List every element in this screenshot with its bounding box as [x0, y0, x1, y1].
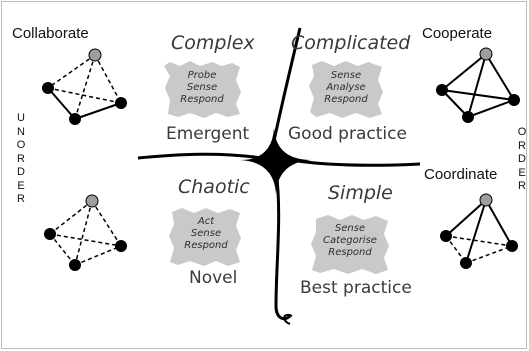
- note-line: Probe: [187, 70, 217, 81]
- note-simple-paper: [311, 215, 389, 274]
- network-unordered: [44, 194, 127, 271]
- letter: U: [17, 112, 25, 124]
- node: [44, 228, 56, 240]
- note-simple: Sense Categorise Respond: [316, 223, 384, 259]
- note-line: Respond: [180, 94, 224, 105]
- label-coordinate: Coordinate: [424, 166, 498, 183]
- note-complicated: Sense Analyse Respond: [312, 70, 380, 106]
- practice-good: Good practice: [288, 124, 407, 144]
- node-grey: [88, 48, 102, 62]
- network-coordinate: [440, 193, 518, 269]
- network-cooperate: [436, 47, 520, 123]
- letter: R: [518, 139, 526, 152]
- letter: R: [518, 180, 526, 192]
- note-line: Act: [197, 216, 215, 227]
- note-line: Categorise: [323, 235, 377, 246]
- node: [115, 240, 127, 252]
- network-collaborate: [42, 48, 127, 125]
- letter: N: [17, 125, 25, 138]
- practice-novel: Novel: [189, 268, 238, 288]
- boundary-bottom: [274, 169, 292, 321]
- practice-best: Best practice: [300, 278, 412, 298]
- note-complicated-paper: [309, 61, 383, 118]
- label-collaborate: Collaborate: [12, 25, 89, 42]
- note-line: Respond: [324, 94, 368, 105]
- side-text-order: O R D E R: [516, 126, 528, 194]
- node: [69, 113, 81, 125]
- note-chaotic: Act Sense Respond: [172, 216, 240, 252]
- note-line: Sense: [186, 82, 218, 93]
- domain-title-complex: Complex: [171, 32, 255, 54]
- note-line: Respond: [328, 247, 372, 258]
- letter: D: [17, 166, 25, 178]
- note-line: Respond: [184, 240, 228, 251]
- note-line: Sense: [334, 223, 366, 234]
- side-text-unorder: U N O R D E R: [15, 112, 27, 207]
- node: [436, 84, 448, 96]
- letter: R: [17, 152, 25, 165]
- node: [462, 111, 474, 123]
- domain-title-chaotic: Chaotic: [178, 176, 250, 198]
- node-grey: [479, 47, 493, 61]
- boundary-top: [268, 27, 302, 161]
- node: [460, 257, 472, 269]
- letter: D: [518, 153, 526, 165]
- node: [440, 230, 452, 242]
- note-complex-paper: [164, 61, 241, 118]
- node-grey: [85, 194, 99, 208]
- note-chaotic-paper: [169, 208, 241, 266]
- node: [508, 94, 520, 106]
- note-line: Sense: [330, 70, 362, 81]
- node: [69, 259, 81, 271]
- bottom-hook: [283, 314, 293, 325]
- note-line: Sense: [190, 228, 222, 239]
- letter: E: [17, 179, 25, 192]
- practice-emergent: Emergent: [166, 124, 250, 144]
- node: [506, 240, 518, 252]
- letter: O: [16, 139, 26, 151]
- letter: O: [517, 126, 527, 138]
- domain-title-complicated: Complicated: [291, 32, 411, 54]
- boundary-right: [289, 158, 421, 167]
- boundary-left: [137, 152, 263, 160]
- note-complex: Probe Sense Respond: [168, 70, 236, 106]
- note-line: Analyse: [326, 82, 366, 93]
- domain-title-simple: Simple: [328, 182, 393, 204]
- node-grey: [479, 193, 493, 207]
- node: [42, 82, 54, 94]
- cross-center: [240, 128, 312, 194]
- letter: E: [518, 166, 526, 179]
- letter: R: [17, 193, 25, 205]
- node: [115, 97, 127, 109]
- label-cooperate: Cooperate: [422, 25, 493, 42]
- central-cross: [137, 27, 421, 325]
